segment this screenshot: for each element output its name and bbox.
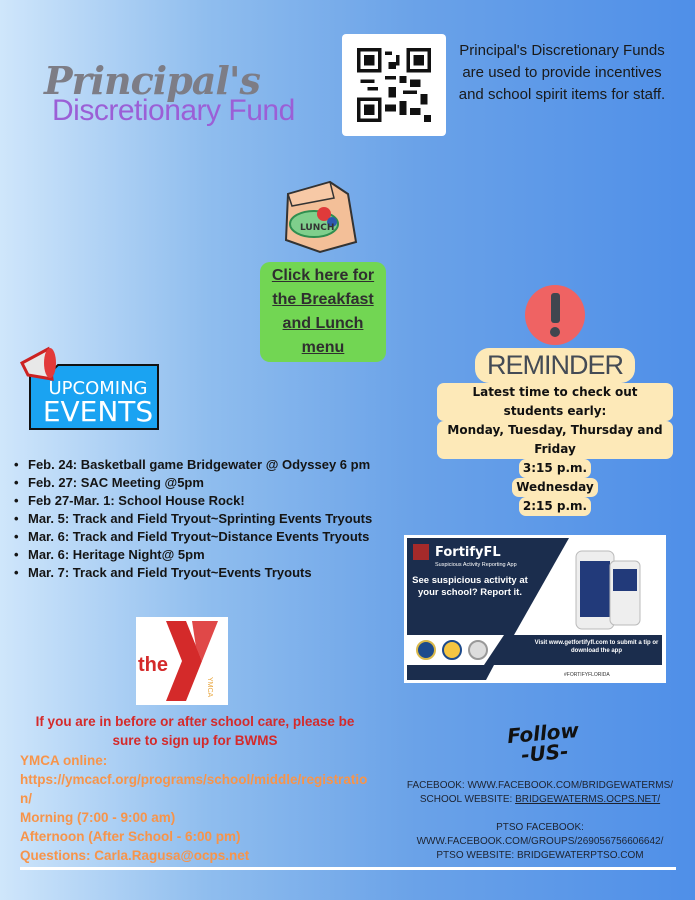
fortify-headline: See suspicious activity at your school? … xyxy=(412,575,528,598)
school-website-link[interactable]: BRIDGEWATERMS.OCPS.NET/ xyxy=(515,794,661,805)
ymca-url[interactable]: https://ymcacf.org/programs/school/middl… xyxy=(20,772,368,806)
ymca-note: If you are in before or after school car… xyxy=(35,714,355,748)
lunch-bag-label: LUNCH xyxy=(300,223,334,233)
facebook-link[interactable]: FACEBOOK: WWW.FACEBOOK.COM/BRIDGEWATERMS… xyxy=(406,780,674,791)
ymca-morning: Morning (7:00 - 9:00 am) xyxy=(20,810,176,825)
seal-icon xyxy=(442,640,462,660)
megaphone-icon xyxy=(20,346,56,381)
list-item: Feb 27-Mar. 1: School House Rock! xyxy=(14,492,372,510)
seal-icon xyxy=(416,640,436,660)
ptso-facebook-link[interactable]: WWW.FACEBOOK.COM/GROUPS/269056756606642/ xyxy=(416,836,664,847)
reminder-line: Monday, Tuesday, Thursday and Friday xyxy=(437,421,673,459)
fortify-visit: Visit www.getfortifyfl.com to submit a t… xyxy=(534,640,659,654)
list-item: Feb. 27: SAC Meeting @5pm xyxy=(14,474,372,492)
ymca-logo-the: the xyxy=(138,654,168,676)
upcoming-events-banner: UPCOMING EVENTS xyxy=(18,345,168,450)
fortify-subtitle: Suspicious Activity Reporting App xyxy=(435,562,517,568)
events-heading-events: EVENTS xyxy=(43,395,153,428)
reminder-line: 3:15 p.m. xyxy=(518,459,592,478)
fortify-hashtag: #FORTIFYFLORIDA xyxy=(564,672,610,678)
exclamation-icon xyxy=(525,285,585,345)
divider xyxy=(20,867,676,870)
events-heading-upcoming: UPCOMING xyxy=(48,378,147,399)
phone-icon xyxy=(575,550,641,630)
fortify-brand: FortifyFL xyxy=(435,545,501,560)
reminder-line: 2:15 p.m. xyxy=(518,497,592,516)
list-item: Mar. 5: Track and Field Tryout~Sprinting… xyxy=(14,510,372,528)
ymca-afternoon: Afternoon (After School - 6:00 pm) xyxy=(20,829,241,844)
logo-principals: Principal's xyxy=(44,58,261,103)
ymca-questions: Questions: Carla.Ragusa@ocps.net xyxy=(20,848,250,863)
ymca-info: YMCA online: https://ymcacf.org/programs… xyxy=(20,751,370,865)
breakfast-lunch-menu-link[interactable]: Click here for the Breakfast and Lunch m… xyxy=(260,262,386,362)
ymca-online-label: YMCA online: xyxy=(20,753,108,768)
school-website-label: SCHOOL WEBSITE: xyxy=(419,794,516,805)
fortifyfl-ad[interactable]: FortifyFL Suspicious Activity Reporting … xyxy=(404,535,666,683)
social-links: FACEBOOK: WWW.FACEBOOK.COM/BRIDGEWATERMS… xyxy=(390,779,690,863)
list-item: Mar. 7: Track and Field Tryout~Events Tr… xyxy=(14,564,372,582)
qr-code-icon xyxy=(357,48,431,122)
lunch-bag-icon: LUNCH xyxy=(280,176,360,261)
ptso-website-link[interactable]: PTSO WEBSITE: BRIDGEWATERPTSO.COM xyxy=(436,850,644,861)
list-item: Mar. 6: Track and Field Tryout~Distance … xyxy=(14,528,372,546)
reminder-line: Wednesday xyxy=(512,478,598,497)
qr-code[interactable] xyxy=(342,34,446,136)
ptso-facebook-label: PTSO FACEBOOK: xyxy=(496,822,584,833)
ymca-logo-text: YMCA xyxy=(206,677,213,698)
list-item: Feb. 24: Basketball game Bridgewater @ O… xyxy=(14,456,372,474)
ymca-logo: the YMCA xyxy=(136,617,228,705)
seal-icon xyxy=(468,640,488,660)
fortify-logo-icon xyxy=(413,544,429,560)
fund-description: Principal's Discretionary Funds are used… xyxy=(458,42,666,103)
reminder-box: REMINDER Latest time to check out studen… xyxy=(437,285,673,516)
logo-discretionary-fund: Discretionary Fund xyxy=(52,94,295,127)
list-item: Mar. 6: Heritage Night@ 5pm xyxy=(14,546,372,564)
reminder-title: REMINDER xyxy=(474,348,635,383)
reminder-line: Latest time to check out students early: xyxy=(437,383,673,421)
events-list: Feb. 24: Basketball game Bridgewater @ O… xyxy=(14,456,372,582)
follow-us-heading: Follow -US- xyxy=(506,718,581,767)
